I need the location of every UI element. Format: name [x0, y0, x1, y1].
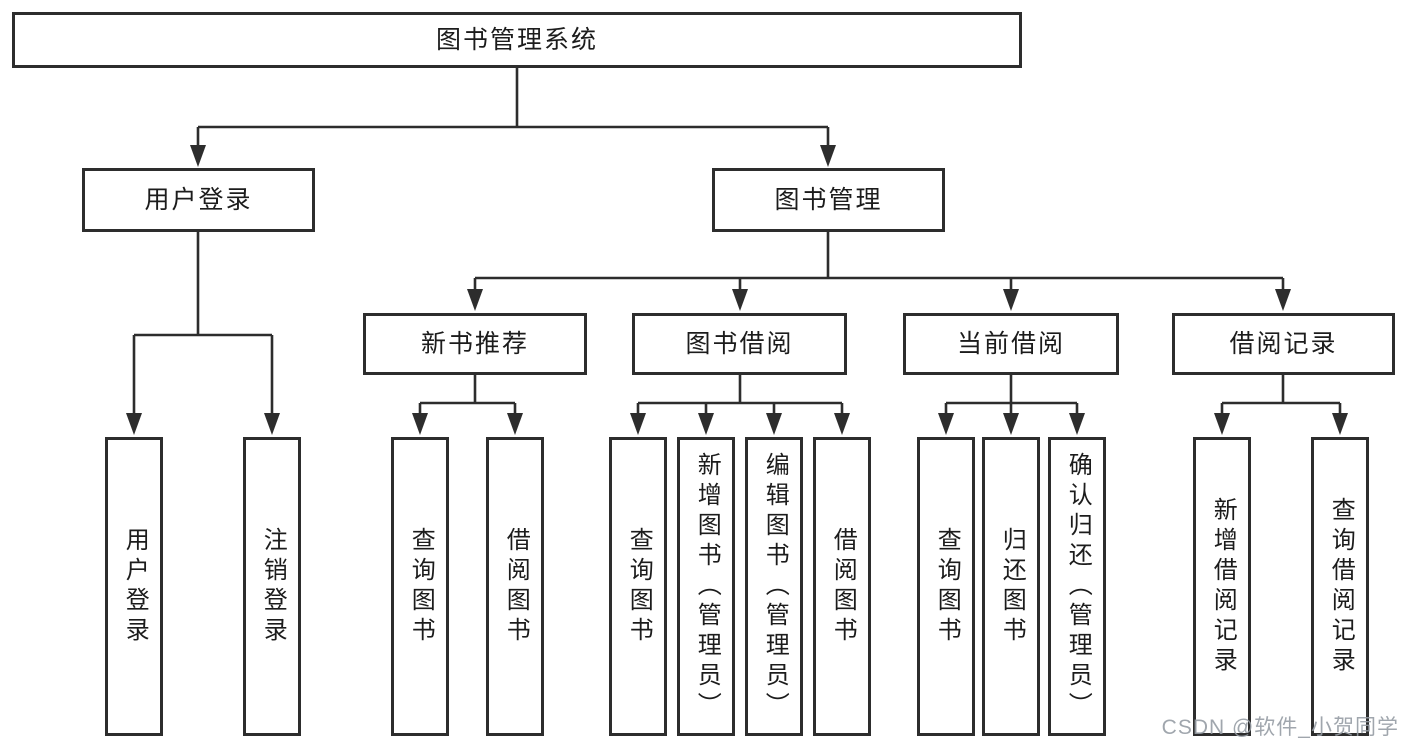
leaf-query-books-current: 查询图书: [917, 437, 975, 736]
node-label: 归还图书: [998, 526, 1026, 647]
node-label: 查询图书: [407, 526, 435, 647]
node-label: 当前借阅: [956, 329, 1065, 358]
arrowheads: [126, 145, 1348, 435]
leaf-query-books-borrow: 查询图书: [609, 437, 667, 736]
node-label: 借阅记录: [1229, 329, 1338, 358]
node-label: 查询借阅记录: [1327, 496, 1355, 677]
node-user-login: 用户登录: [82, 168, 315, 232]
node-label: 借阅图书: [829, 526, 857, 647]
node-borrow-records: 借阅记录: [1172, 313, 1395, 375]
leaf-logout: 注销登录: [243, 437, 301, 736]
node-label: 图书管理: [774, 185, 883, 214]
leaf-add-books-admin: 新增图书（管理员）: [677, 437, 735, 736]
leaf-borrow-books-recommend: 借阅图书: [486, 437, 544, 736]
node-label: 查询图书: [933, 526, 961, 647]
node-label: 用户登录: [144, 185, 253, 214]
node-label: 注销登录: [259, 526, 287, 647]
leaf-borrow-books: 借阅图书: [813, 437, 871, 736]
node-book-management: 图书管理: [712, 168, 945, 232]
node-label: 图书管理系统: [435, 25, 598, 54]
node-new-book-recommend: 新书推荐: [363, 313, 587, 375]
leaf-user-login: 用户登录: [105, 437, 163, 736]
node-label: 新增借阅记录: [1209, 496, 1237, 677]
node-label: 用户登录: [121, 526, 149, 647]
node-library-management-system: 图书管理系统: [12, 12, 1022, 68]
connector-paths: [132, 68, 1342, 416]
node-label: 确认归还（管理员）: [1064, 451, 1092, 722]
leaf-edit-books-admin: 编辑图书（管理员）: [745, 437, 803, 736]
leaf-query-books-recommend: 查询图书: [391, 437, 449, 736]
node-label: 查询图书: [625, 526, 653, 647]
leaf-return-books: 归还图书: [982, 437, 1040, 736]
node-current-borrow: 当前借阅: [903, 313, 1119, 375]
leaf-query-borrow-record: 查询借阅记录: [1311, 437, 1369, 736]
node-label: 新增图书（管理员）: [693, 451, 721, 722]
csdn-watermark: CSDN @软件_小贺同学: [1161, 716, 1399, 739]
node-label: 借阅图书: [502, 526, 530, 647]
node-label: 编辑图书（管理员）: [761, 451, 789, 722]
leaf-add-borrow-record: 新增借阅记录: [1193, 437, 1251, 736]
leaf-confirm-return-admin: 确认归还（管理员）: [1048, 437, 1106, 736]
node-label: 图书借阅: [685, 329, 794, 358]
node-label: 新书推荐: [420, 329, 529, 358]
node-book-borrow: 图书借阅: [632, 313, 847, 375]
